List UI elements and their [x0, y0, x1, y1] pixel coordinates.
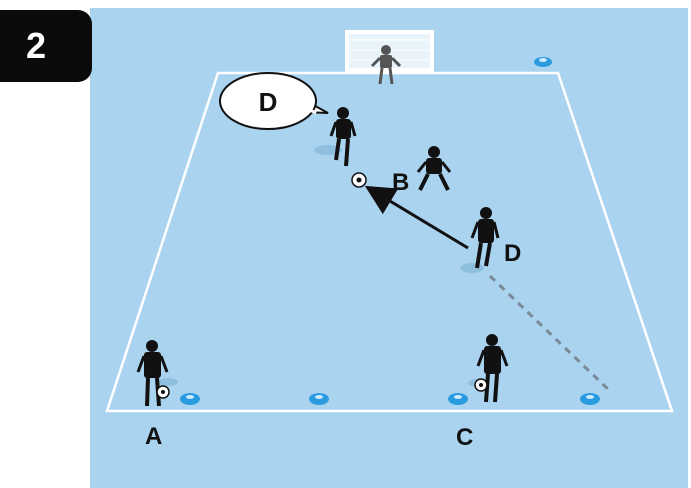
step-badge: 2 [0, 10, 92, 82]
bubble-label: D [259, 87, 278, 117]
speech-bubble-icon [219, 72, 329, 130]
label-b: B [392, 169, 409, 196]
step-number: 2 [26, 25, 47, 66]
player-icon [314, 107, 357, 167]
cone-icon [180, 393, 200, 405]
pitch-outline [105, 71, 674, 413]
player-icon [460, 207, 500, 273]
player-icon [136, 340, 178, 407]
player-icon [416, 146, 452, 191]
cone-icon [448, 393, 468, 405]
pass-arrow-icon [364, 185, 469, 250]
ball-icon [351, 172, 367, 188]
ball-icon [156, 385, 170, 399]
label-c: C [456, 424, 473, 451]
cone-icon [309, 393, 329, 405]
cone-icon [534, 57, 552, 67]
player-icon [468, 334, 509, 403]
goalkeeper-player-icon [370, 45, 402, 85]
label-a: A [145, 423, 162, 450]
cone-icon [580, 393, 600, 405]
label-d: D [504, 240, 521, 267]
run-path [488, 274, 614, 395]
pitch-background [90, 8, 688, 488]
ball-icon [474, 378, 488, 392]
